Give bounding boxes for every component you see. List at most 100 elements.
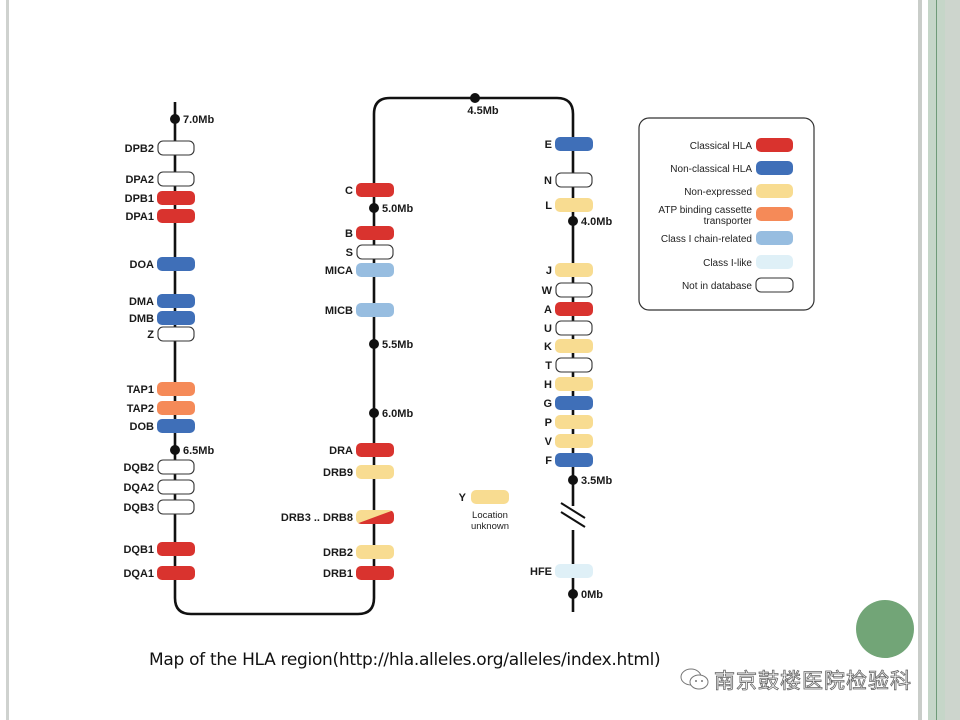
- gene-label-dpa2: DPA2: [125, 174, 154, 186]
- position-label-7-0mb: 7.0Mb: [183, 114, 214, 126]
- gene-box-z: [157, 326, 195, 342]
- legend-swatch-non-classical-hla: [756, 161, 793, 175]
- legend-swatch-class-i-chain-related: [756, 231, 793, 245]
- gene-box-dpb2: [157, 140, 195, 156]
- gene-label-a: A: [544, 304, 552, 316]
- slide-frame-right-stripe: [918, 0, 922, 720]
- legend-swatch-non-expressed: [756, 184, 793, 198]
- gene-label-drb3-drb8: DRB3 .. DRB8: [281, 512, 353, 524]
- legend-label-classical-hla: Classical HLA: [690, 141, 753, 152]
- gene-label-dqa2: DQA2: [123, 482, 154, 494]
- gene-box-y: [471, 490, 509, 504]
- legend-label-atp-binding-cassette-line2: transporter: [704, 216, 753, 227]
- gene-label-drb9: DRB9: [323, 467, 353, 479]
- gene-box-e: [555, 137, 593, 151]
- position-label-6-5mb: 6.5Mb: [183, 445, 214, 457]
- gene-label-drb2: DRB2: [323, 547, 353, 559]
- legend-label-non-expressed: Non-expressed: [684, 187, 752, 198]
- gene-label-k: K: [544, 341, 552, 353]
- legend-swatch-atp-binding-cassette: [756, 207, 793, 221]
- gene-box-dqa2: [157, 479, 195, 495]
- gene-label-dma: DMA: [129, 296, 154, 308]
- legend-swatch-class-i-like: [756, 255, 793, 269]
- gene-label-w: W: [542, 285, 553, 297]
- break-mark-icon: [558, 502, 588, 528]
- gene-label-g: G: [543, 398, 552, 410]
- gene-label-micb: MICB: [325, 305, 353, 317]
- gene-box-k: [555, 339, 593, 353]
- gene-label-hfe: HFE: [530, 566, 552, 578]
- gene-box-dra: [356, 443, 394, 457]
- gene-label-t: T: [545, 360, 552, 372]
- gene-label-f: F: [545, 455, 552, 467]
- gene-label-dpb2: DPB2: [125, 143, 154, 155]
- gene-label-dpa1: DPA1: [125, 211, 154, 223]
- gene-box-hfe: [555, 564, 593, 578]
- gene-box-dqb1: [157, 542, 195, 556]
- gene-box-dma: [157, 294, 195, 308]
- gene-box-dpa1: [157, 209, 195, 223]
- gene-box-drb1: [356, 566, 394, 580]
- gene-label-tap2: TAP2: [127, 403, 154, 415]
- gene-label-v: V: [545, 436, 553, 448]
- gene-box-tap1: [157, 382, 195, 396]
- gene-label-b: B: [345, 228, 353, 240]
- gene-label-dmb: DMB: [129, 313, 154, 325]
- legend-label-non-classical-hla: Non-classical HLA: [670, 164, 752, 175]
- gene-label-doa: DOA: [130, 259, 155, 271]
- position-marker-4-0mb: [568, 216, 578, 226]
- gene-label-mica: MICA: [325, 265, 353, 277]
- gene-label-tap1: TAP1: [127, 384, 154, 396]
- gene-box-drb3-drb8: [356, 510, 394, 524]
- gene-label-n: N: [544, 175, 552, 187]
- position-label-3-5mb: 3.5Mb: [581, 475, 612, 487]
- legend-label-not-in-database: Not in database: [682, 281, 752, 292]
- gene-box-u: [555, 320, 593, 336]
- position-marker-4-5mb: [470, 93, 480, 103]
- gene-box-dqb3: [157, 499, 195, 515]
- position-label-5-5mb: 5.5Mb: [382, 339, 413, 351]
- gene-label-u: U: [544, 323, 552, 335]
- gene-label-dpb1: DPB1: [125, 193, 154, 205]
- gene-box-doa: [157, 257, 195, 271]
- position-marker-7-0mb: [170, 114, 180, 124]
- legend-swatch-not-in-database: [755, 277, 794, 293]
- gene-box-h: [555, 377, 593, 391]
- location-unknown-line1: Location: [472, 510, 508, 521]
- position-marker-3-5mb: [568, 475, 578, 485]
- decorative-green-circle: [856, 600, 914, 658]
- gene-label-p: P: [545, 417, 552, 429]
- gene-box-drb9: [356, 465, 394, 479]
- position-marker-5-0mb: [369, 203, 379, 213]
- gene-box-drb2: [356, 545, 394, 559]
- position-marker-5-5mb: [369, 339, 379, 349]
- location-unknown-line2: unknown: [471, 521, 509, 532]
- gene-box-v: [555, 434, 593, 448]
- gene-label-z: Z: [147, 329, 154, 341]
- slide-frame-right-line: [936, 0, 937, 720]
- gene-box-s: [356, 244, 394, 260]
- gene-label-dqa1: DQA1: [123, 568, 154, 580]
- position-label-4-0mb: 4.0Mb: [581, 216, 612, 228]
- position-marker-6-5mb: [170, 445, 180, 455]
- legend-label-class-i-like: Class I-like: [703, 258, 752, 269]
- gene-box-l: [555, 198, 593, 212]
- gene-label-dqb1: DQB1: [123, 544, 154, 556]
- slide-frame-right-gap: [922, 0, 928, 720]
- position-label-5-0mb: 5.0Mb: [382, 203, 413, 215]
- legend-label-atp-binding-cassette-line1: ATP binding cassette: [658, 205, 752, 216]
- legend-swatch-classical-hla: [756, 138, 793, 152]
- gene-label-j: J: [546, 265, 552, 277]
- position-label-0mb: 0Mb: [581, 589, 603, 601]
- gene-box-a: [555, 302, 593, 316]
- gene-box-dpb1: [157, 191, 195, 205]
- gene-label-h: H: [544, 379, 552, 391]
- gene-box-mica: [356, 263, 394, 277]
- gene-label-dra: DRA: [329, 445, 353, 457]
- gene-label-dqb2: DQB2: [123, 462, 154, 474]
- slide-frame-left: [6, 0, 9, 720]
- gene-box-t: [555, 357, 593, 373]
- figure-caption: Map of the HLA region(http://hla.alleles…: [149, 650, 661, 670]
- position-marker-6-0mb: [369, 408, 379, 418]
- position-label-4-5mb: 4.5Mb: [467, 105, 498, 117]
